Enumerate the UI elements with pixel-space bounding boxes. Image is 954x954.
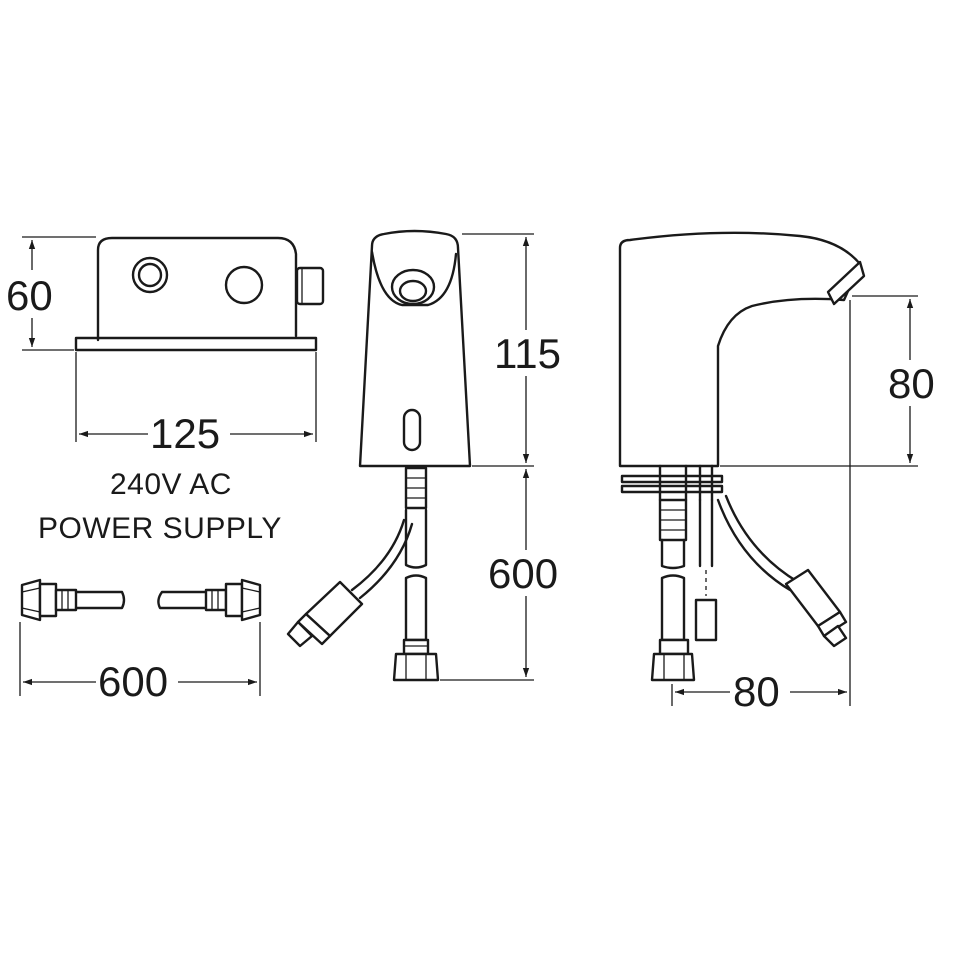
dim-spout-reach: 80 [733,668,780,715]
flexible-hose [20,578,262,622]
control-box [74,236,325,352]
dim-spout-height: 80 [888,360,935,407]
spout-height-dimension: 80 [720,295,946,467]
power-supply-label-line2: POWER SUPPLY [38,512,282,545]
dim-tap-height: 115 [494,330,561,377]
power-lead-length-dimension: 600 [440,469,568,681]
dim-control-box-width: 125 [150,410,220,457]
control-box-width-dimension: 125 [75,352,317,457]
tap-side-view [618,231,866,682]
tap-front-view [286,229,472,682]
dim-control-box-height: 60 [6,272,53,319]
hose-length-dimension: 600 [19,622,261,705]
control-box-height-dimension: 60 [4,236,96,351]
dim-hose-length: 600 [98,658,168,705]
tap-height-dimension: 115 [462,233,566,467]
spout-reach-dimension: 80 [671,300,851,715]
dim-power-lead-length: 600 [488,550,558,597]
power-supply-label-line1: 240V AC [110,468,232,501]
